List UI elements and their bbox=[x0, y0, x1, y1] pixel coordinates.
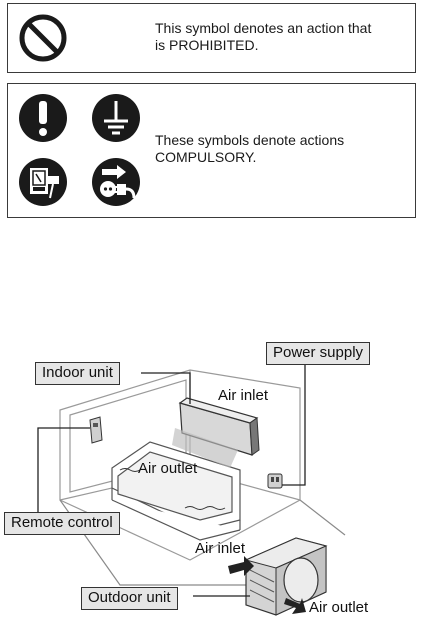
prohibited-line-2: is PROHIBITED. bbox=[155, 37, 259, 53]
indoor-unit-drawing bbox=[172, 397, 260, 468]
air-inlet-indoor-label: Air inlet bbox=[218, 387, 269, 404]
bed-outline bbox=[111, 441, 241, 541]
exclamation-icon bbox=[17, 92, 69, 144]
unplug-icon bbox=[17, 156, 69, 208]
compulsory-notice-box: These symbols denote actions COMPULSORY. bbox=[7, 83, 416, 218]
air-inlet-outdoor-label: Air inlet bbox=[195, 540, 246, 557]
compulsory-line-1: These symbols denote actions bbox=[155, 132, 345, 148]
remote-control-label: Remote control bbox=[4, 512, 120, 535]
prohibited-notice-box: This symbol denotes an action that is PR… bbox=[7, 3, 416, 73]
leader-lines bbox=[37, 365, 306, 597]
ground-icon bbox=[90, 92, 142, 144]
power-outlet-drawing bbox=[267, 473, 283, 489]
compulsory-line-2: COMPULSORY. bbox=[155, 149, 257, 165]
air-outlet-outdoor-label: Air outlet bbox=[309, 599, 369, 616]
air-outlet-indoor-label: Air outlet bbox=[138, 460, 198, 477]
remote-control-drawing bbox=[89, 416, 103, 444]
prohibited-description: This symbol denotes an action that is PR… bbox=[155, 20, 371, 54]
installation-diagram bbox=[37, 365, 346, 616]
compulsory-description: These symbols denote actions COMPULSORY. bbox=[155, 132, 344, 166]
indoor-unit-label: Indoor unit bbox=[35, 362, 120, 385]
prohibited-line-1: This symbol denotes an action that bbox=[155, 20, 372, 36]
outdoor-unit-drawing bbox=[228, 537, 328, 616]
power-supply-label: Power supply bbox=[266, 342, 371, 365]
bed-pattern bbox=[119, 468, 226, 510]
plug-icon bbox=[90, 156, 142, 208]
prohibited-icon bbox=[17, 12, 69, 64]
outdoor-unit-label: Outdoor unit bbox=[81, 587, 178, 610]
